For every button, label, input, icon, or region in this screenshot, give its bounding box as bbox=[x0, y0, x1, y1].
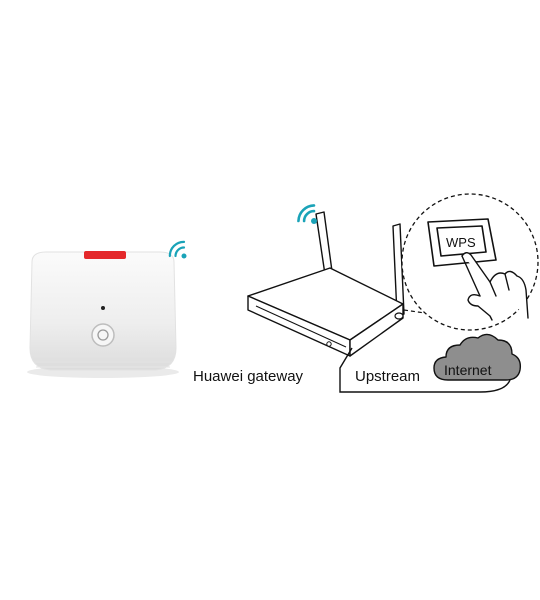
wifi-icon bbox=[168, 240, 187, 259]
device-button[interactable] bbox=[91, 323, 115, 347]
status-light bbox=[101, 306, 105, 310]
wps-zoom-callout: WPS bbox=[401, 193, 539, 331]
wps-label: WPS bbox=[446, 235, 476, 250]
pointing-hand-icon bbox=[461, 252, 529, 321]
wps-button[interactable]: WPS bbox=[436, 225, 487, 257]
upstream-cable bbox=[339, 347, 511, 393]
cloud-icon: Internet bbox=[433, 333, 522, 381]
mesh-router-device bbox=[27, 251, 179, 378]
device-accent-bar bbox=[84, 251, 126, 259]
gateway-device bbox=[247, 211, 405, 357]
internet-label: Internet bbox=[444, 362, 492, 378]
upstream-label: Upstream bbox=[355, 368, 420, 385]
gateway-label: Huawei gateway bbox=[193, 368, 304, 385]
wifi-icon bbox=[297, 204, 317, 224]
